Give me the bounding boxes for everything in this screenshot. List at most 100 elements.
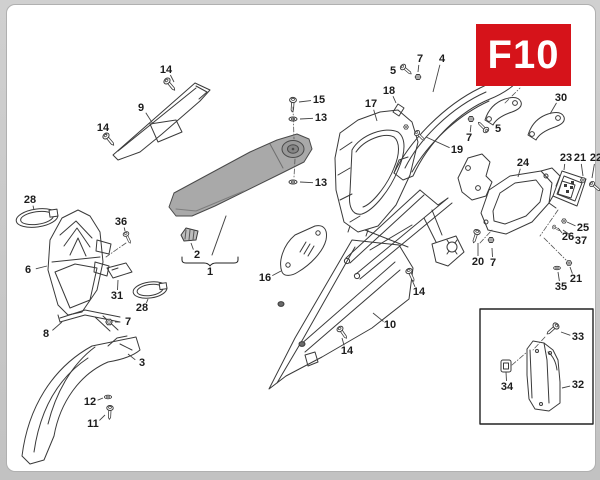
callout-leader-21 <box>580 163 584 177</box>
callout-14: 14 <box>341 345 354 357</box>
callout-16: 16 <box>259 272 271 284</box>
callout-15: 15 <box>313 94 325 106</box>
callout-7: 7 <box>125 316 131 328</box>
callout-13: 13 <box>315 177 327 189</box>
callout-13: 13 <box>315 112 327 124</box>
callout-leader-36 <box>123 227 126 232</box>
callout-leader-23 <box>563 163 566 171</box>
callout-leader-33 <box>560 331 571 336</box>
callout-37: 37 <box>575 235 587 247</box>
part-frame-bracket <box>457 153 493 201</box>
callout-leader-18 <box>392 96 397 104</box>
callout-24: 24 <box>517 157 530 169</box>
callout-19: 19 <box>451 144 463 156</box>
callout-5: 5 <box>495 123 501 135</box>
part-inner-fender <box>334 109 419 237</box>
callout-leader-2 <box>190 242 194 250</box>
callout-leader-37 <box>562 229 575 239</box>
callout-leader-22 <box>591 163 595 179</box>
callout-leader-7 <box>469 124 472 133</box>
callout-1-brace <box>181 256 239 267</box>
callout-leader-34 <box>505 371 507 382</box>
callout-3: 3 <box>139 357 145 369</box>
callout-leader-4 <box>432 64 441 93</box>
callout-leader-16 <box>272 270 282 276</box>
part-bracket-18 <box>392 103 405 117</box>
callout-leader-13 <box>299 181 314 184</box>
callout-9: 9 <box>138 102 144 114</box>
callout-leader-17 <box>373 109 378 122</box>
part-subframe <box>343 189 465 280</box>
part-front-fender <box>21 335 141 465</box>
part-clamp-right <box>132 281 168 299</box>
callout-1: 1 <box>207 266 213 278</box>
callout-leader-19 <box>425 136 450 149</box>
callout-28: 28 <box>24 194 36 206</box>
callout-6: 6 <box>25 264 31 276</box>
callout-35: 35 <box>555 281 567 293</box>
callout-leader-30 <box>549 102 557 115</box>
callout-11: 11 <box>87 418 99 430</box>
callout-21: 21 <box>574 152 586 164</box>
callout-7: 7 <box>417 53 423 65</box>
callout-leader-14 <box>341 337 345 346</box>
inset-detail-box <box>479 308 594 425</box>
callout-14: 14 <box>160 64 173 76</box>
part-mudflap <box>526 340 561 412</box>
callout-leader-26 <box>557 227 563 234</box>
callout-leader-10 <box>372 312 384 322</box>
callout-21: 21 <box>570 273 582 285</box>
part-side-panel <box>268 239 414 390</box>
plate-code-badge: F10 <box>476 24 571 86</box>
callout-10: 10 <box>384 319 396 331</box>
assembly-axes <box>105 87 567 366</box>
callout-leader-14 <box>411 279 416 287</box>
callout-leader-12 <box>97 397 104 401</box>
callout-14: 14 <box>97 122 110 134</box>
part-seat <box>168 133 313 256</box>
callout-leader-21 <box>569 266 573 274</box>
callout-4: 4 <box>439 53 446 65</box>
callout-26: 26 <box>562 231 574 243</box>
callout-leader-31 <box>117 279 119 291</box>
part-headlight-mask <box>47 209 112 316</box>
callout-5: 5 <box>390 65 396 77</box>
callout-leader-9 <box>145 112 154 125</box>
callout-28: 28 <box>136 302 148 314</box>
callout-leader-13 <box>299 117 314 120</box>
callout-14: 14 <box>413 286 426 298</box>
callout-leader-7 <box>491 247 493 258</box>
part-clip-34 <box>500 359 512 373</box>
callout-17: 17 <box>365 98 377 110</box>
callout-32: 32 <box>572 379 584 391</box>
callout-leader-28 <box>145 298 149 304</box>
callout-leader-7 <box>417 64 420 73</box>
callout-leader-3 <box>127 353 136 361</box>
callout-18: 18 <box>383 85 395 97</box>
callout-34: 34 <box>501 381 514 393</box>
callout-leader-14 <box>169 74 175 83</box>
callout-8: 8 <box>43 328 49 340</box>
part-side-plate-16 <box>280 225 327 276</box>
callout-leader-25 <box>566 221 576 227</box>
callout-22: 22 <box>590 152 600 164</box>
part-seat-brace <box>112 82 211 161</box>
callout-leader-8 <box>52 321 63 331</box>
callout-leader-32 <box>561 385 571 389</box>
callout-23: 23 <box>560 152 572 164</box>
part-clamp-left <box>15 208 59 228</box>
callout-leader-11 <box>99 414 106 421</box>
callout-leader-24 <box>517 168 521 178</box>
callout-36: 36 <box>115 216 127 228</box>
part-reflector-plate <box>548 170 587 209</box>
part-seat-latch <box>180 227 199 242</box>
callout-7: 7 <box>490 257 496 269</box>
part-strap-bracket-a <box>484 97 522 126</box>
callout-7: 7 <box>466 132 472 144</box>
callout-12: 12 <box>84 396 96 408</box>
callout-20: 20 <box>472 256 484 268</box>
callout-2: 2 <box>194 249 200 261</box>
